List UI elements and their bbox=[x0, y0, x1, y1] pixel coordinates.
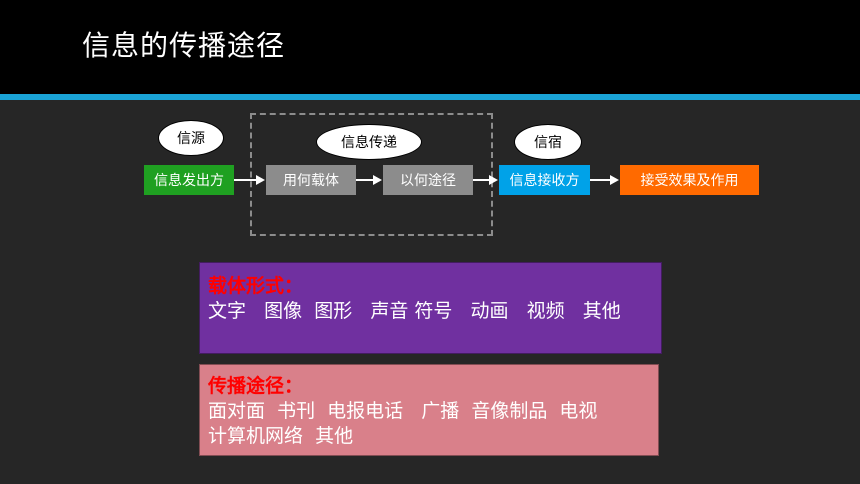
sink-oval: 信宿 bbox=[514, 124, 582, 160]
channels-panel: 传播途径： 面对面 书刊 电报电话 广播 音像制品 电视 计算机网络 其他 bbox=[199, 364, 659, 456]
media-forms-heading: 载体形式： bbox=[208, 275, 304, 297]
effect-box: 接受效果及作用 bbox=[620, 165, 759, 195]
sender-box: 信息发出方 bbox=[144, 165, 234, 195]
receiver-box: 信息接收方 bbox=[499, 165, 590, 195]
transmission-oval: 信息传递 bbox=[316, 124, 422, 160]
accent-line bbox=[0, 94, 860, 100]
source-oval: 信源 bbox=[158, 120, 224, 156]
slide-title: 信息的传播途径 bbox=[82, 29, 286, 62]
arrow-right-icon bbox=[356, 175, 382, 185]
media-forms-panel: 载体形式： 文字 图像 图形 声音 符号 动画 视频 其他 bbox=[199, 262, 662, 354]
channel-box: 以何途径 bbox=[383, 165, 473, 195]
media-forms-list: 文字 图像 图形 声音 符号 动画 视频 其他 bbox=[208, 300, 621, 322]
slide-header: 信息的传播途径 bbox=[0, 0, 860, 94]
medium-box: 用何载体 bbox=[266, 165, 356, 195]
arrow-right-icon bbox=[234, 175, 265, 185]
arrow-right-icon bbox=[590, 175, 619, 185]
transmission-frame bbox=[250, 113, 493, 236]
channels-list: 面对面 书刊 电报电话 广播 音像制品 电视 计算机网络 其他 bbox=[208, 400, 598, 447]
channels-heading: 传播途径： bbox=[208, 375, 304, 397]
arrow-right-icon bbox=[473, 175, 498, 185]
